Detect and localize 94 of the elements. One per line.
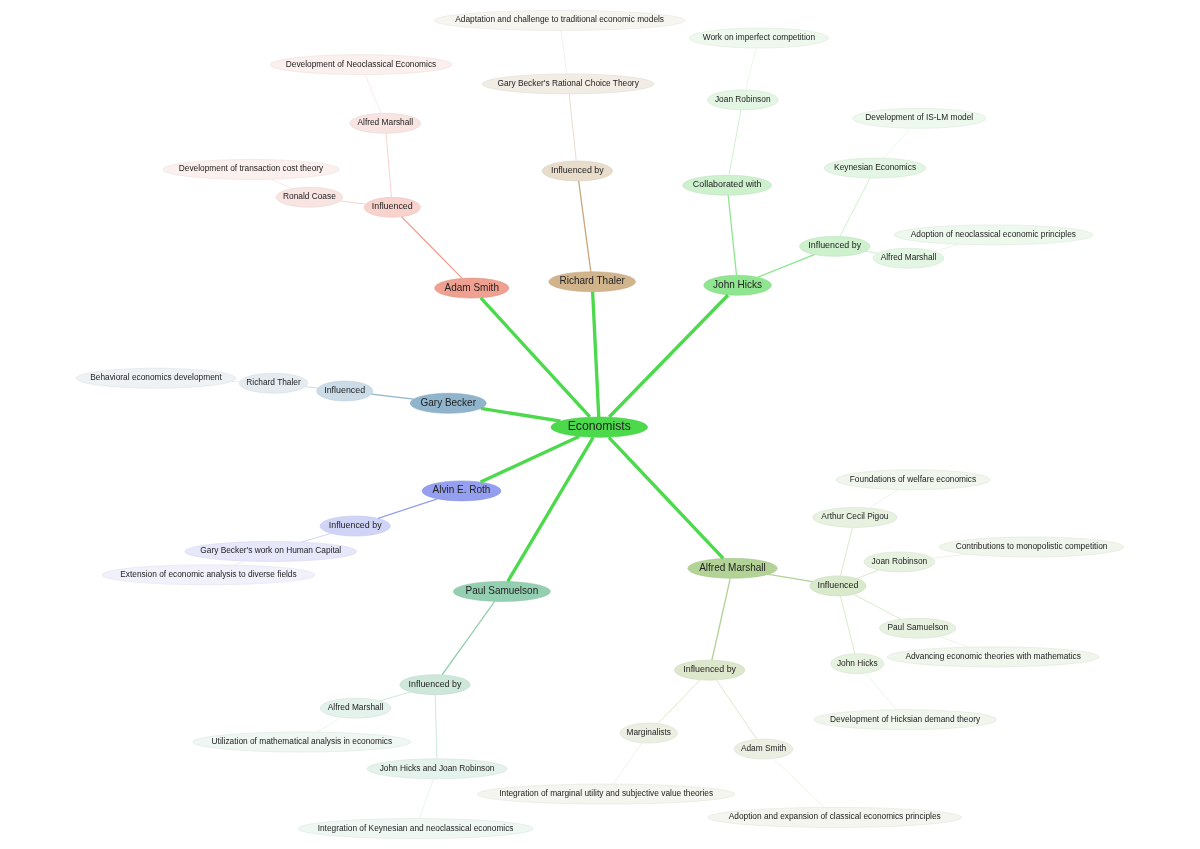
node-ellipse: Richard Thaler [548, 271, 636, 292]
node-ellipse: Integration of marginal utility and subjective value theories [477, 783, 736, 805]
node-ellipse: Adam Smith [733, 738, 794, 760]
connector [379, 691, 411, 702]
node-ellipse: Joan Robinson [863, 551, 935, 573]
node-ellipse: Richard Thaler [239, 372, 309, 394]
node-ellipse: Alfred Marshall [319, 697, 392, 719]
connector [757, 253, 815, 278]
connector [931, 553, 969, 559]
connector [305, 386, 319, 389]
node-ellipse: John Hicks and Joan Robinson [366, 758, 508, 780]
connector [864, 250, 879, 254]
connector [506, 436, 595, 583]
node-ellipse: Paul Samuelson [453, 581, 551, 602]
connector [480, 406, 561, 423]
connector [234, 560, 246, 566]
node-ellipse: Influenced by [674, 659, 746, 681]
node-ellipse: Influenced [316, 380, 374, 402]
node-ellipse: Advancing economic theories with mathematics [886, 646, 1100, 668]
node-ellipse: Adoption and expansion of classical economics principles [707, 807, 962, 828]
node-ellipse: Ronald Coase [275, 186, 344, 208]
node-ellipse: John Hicks [703, 275, 772, 296]
node-ellipse: Integration of Keynesian and neoclassical economics [297, 818, 534, 839]
connector [839, 595, 856, 655]
connector [711, 577, 731, 661]
node-ellipse: Arthur Cecil Pigou [812, 507, 898, 528]
node-ellipse: Gary Becker's Rational Choice Theory [482, 73, 655, 95]
connector [612, 742, 643, 785]
connector [939, 636, 968, 648]
connector [839, 527, 853, 577]
node-ellipse: Keynesian Economics [824, 157, 927, 179]
node-ellipse: Adoption of neoclassical economic principles [893, 224, 1093, 246]
node-ellipse: Alfred Marshall [687, 558, 778, 579]
node-ellipse: Work on imperfect competition [689, 27, 829, 49]
connector [657, 679, 701, 724]
connector [317, 716, 342, 733]
node-ellipse: Collaborated with [682, 175, 772, 196]
connector [401, 216, 463, 280]
node-ellipse: Foundations of welfare economics [835, 469, 991, 490]
connector [728, 109, 742, 176]
connector [590, 291, 601, 418]
node-ellipse: Paul Samuelson [879, 617, 957, 639]
node-ellipse: Development of IS-LM model [852, 108, 987, 129]
connector [568, 93, 577, 162]
connector [271, 178, 292, 190]
connector [479, 296, 592, 419]
connector [364, 74, 382, 114]
node-ellipse: Influenced by [799, 236, 871, 257]
node-ellipse: Economists [550, 416, 648, 438]
node-ellipse: Utilization of mathematical analysis in economics [192, 731, 411, 753]
node-ellipse: Development of Neoclassical Economics [269, 54, 453, 75]
connector [869, 489, 899, 509]
node-ellipse: Gary Becker's work on Human Capital [184, 541, 357, 562]
node-ellipse: Joan Robinson [707, 89, 779, 111]
connector [377, 498, 439, 520]
node-ellipse: Adam Smith [434, 277, 510, 299]
connector [883, 128, 911, 159]
node-ellipse: Marginalists [619, 722, 678, 744]
connector [745, 47, 757, 91]
connector [301, 532, 332, 543]
connector [479, 435, 580, 484]
connector [339, 200, 367, 205]
connector [578, 180, 592, 273]
connector [608, 293, 730, 419]
connector [853, 593, 902, 620]
node-ellipse: Contributions to monopolistic competition [939, 536, 1125, 558]
connector [418, 778, 434, 819]
node-ellipse: Influenced by [399, 674, 471, 695]
connector [773, 758, 825, 808]
connector [370, 393, 415, 400]
connector [434, 694, 438, 760]
node-ellipse: John Hicks [830, 653, 885, 674]
node-ellipse: Behavioral economics development [75, 368, 237, 389]
connector [856, 569, 879, 579]
connector [441, 600, 496, 676]
connector [560, 30, 568, 75]
node-ellipse: Influenced [363, 197, 421, 218]
connector [607, 436, 725, 560]
node-ellipse: Influenced [809, 575, 867, 597]
node-ellipse: Development of transaction cost theory [162, 159, 340, 180]
node-ellipse: Influenced by [319, 515, 391, 537]
connector [865, 673, 897, 710]
connector [385, 133, 392, 198]
connector [715, 679, 758, 740]
node-ellipse: Gary Becker [409, 393, 487, 414]
connector [727, 194, 738, 276]
node-ellipse: Alvin E. Roth [421, 480, 502, 502]
node-ellipse: Influenced by [541, 160, 613, 182]
connector [839, 177, 871, 237]
connector [933, 243, 960, 252]
connector [767, 573, 814, 583]
node-ellipse: Alfred Marshall [349, 113, 421, 134]
node-ellipse: Alfred Marshall [872, 247, 945, 269]
node-ellipse: Development of Hicksian demand theory [813, 709, 997, 730]
